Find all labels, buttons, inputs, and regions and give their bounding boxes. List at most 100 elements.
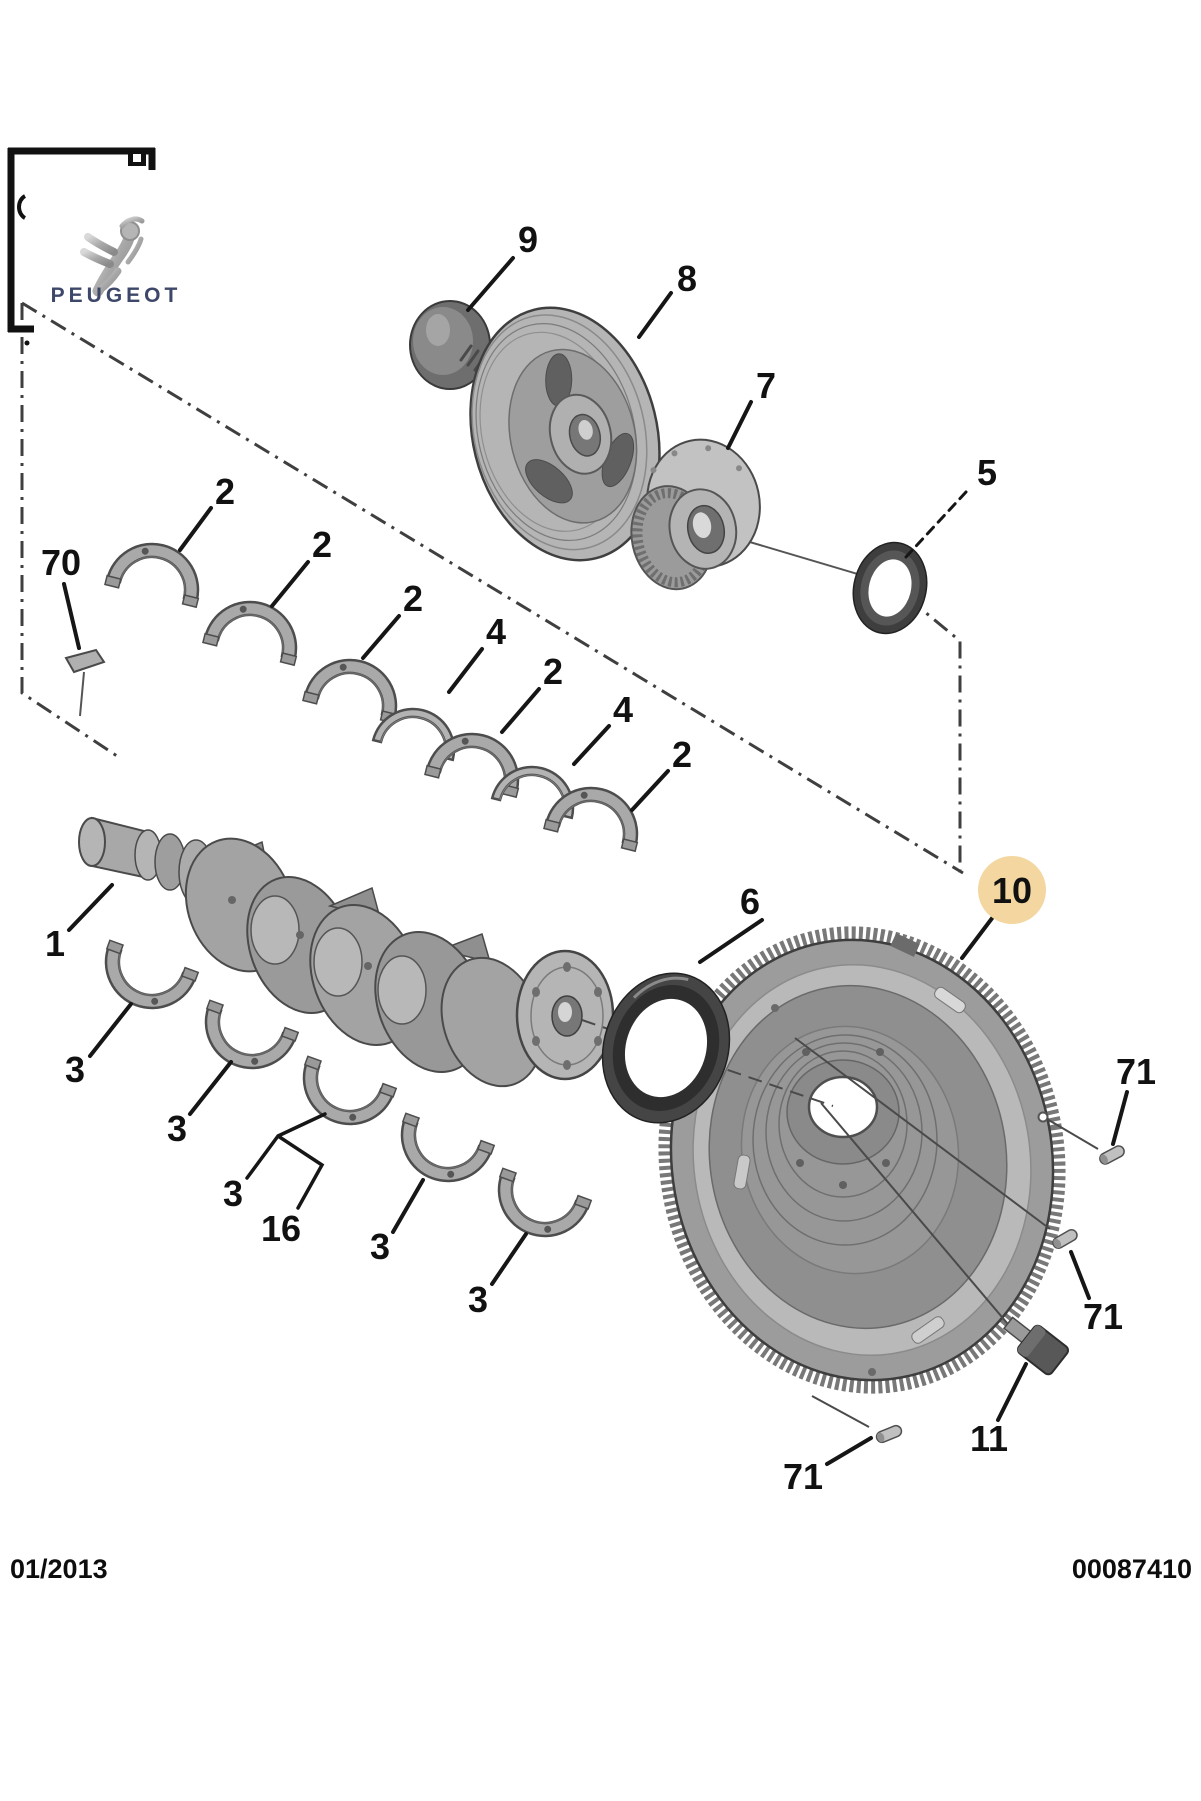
leader-71a: [1111, 1090, 1129, 1146]
leader-3e: [490, 1232, 528, 1286]
line-to-bolt-11: [820, 1102, 1019, 1337]
leader-3d: [391, 1178, 425, 1234]
svg-text:10: 10: [992, 870, 1032, 911]
callout-70[interactable]: 70: [41, 542, 81, 583]
callout-71b[interactable]: 71: [1083, 1296, 1123, 1337]
callout-4b[interactable]: 4: [613, 689, 633, 730]
leader-3b: [188, 1060, 233, 1116]
svg-text:8: 8: [677, 258, 697, 299]
leader-71c: [825, 1436, 873, 1466]
leader-70: [62, 582, 81, 650]
boundary-diagonal: [21, 301, 964, 875]
leader-5: [904, 490, 968, 559]
callout-4a[interactable]: 4: [486, 611, 506, 652]
boundary-left: [20, 303, 121, 760]
leader-7: [726, 400, 753, 450]
callout-7[interactable]: 7: [756, 365, 776, 406]
callout-3e[interactable]: 3: [468, 1279, 488, 1320]
callout-10-highlight-circle: [978, 856, 1046, 924]
callout-10-highlighted[interactable]: 10: [978, 856, 1046, 924]
leader-2d: [500, 687, 541, 734]
part-rear-seal: [601, 972, 731, 1124]
leader-2e: [630, 769, 670, 812]
svg-text:1: 1: [45, 923, 65, 964]
part-dowel-pin-1: [1097, 1143, 1127, 1167]
line-to-pin-2: [794, 1037, 1051, 1230]
leader-71b: [1069, 1250, 1091, 1300]
part-upper-bearing-shells: [103, 532, 649, 853]
svg-text:71: 71: [1116, 1051, 1156, 1092]
callout-3a[interactable]: 3: [65, 1049, 85, 1090]
svg-text:2: 2: [543, 651, 563, 692]
callout-2a[interactable]: 2: [215, 471, 235, 512]
footer-date: 01/2013: [10, 1554, 108, 1584]
dowel-hole: [1037, 1111, 1049, 1123]
svg-text:3: 3: [468, 1279, 488, 1320]
lower-shell-2: [190, 999, 300, 1083]
leader-1: [67, 883, 114, 932]
svg-text:5: 5: [977, 452, 997, 493]
callout-16[interactable]: 16: [261, 1208, 301, 1249]
svg-text:7: 7: [756, 365, 776, 406]
svg-text:11: 11: [970, 1418, 1008, 1459]
part-woodruff-key: [64, 648, 106, 717]
svg-text:3: 3: [223, 1173, 243, 1214]
line-to-pin-1: [1046, 1118, 1099, 1150]
part-front-seal: [852, 541, 928, 635]
part-timing-sprocket: [630, 438, 761, 591]
svg-text:6: 6: [740, 881, 760, 922]
leader-4a: [447, 647, 484, 694]
svg-text:2: 2: [403, 578, 423, 619]
callout-11[interactable]: 11: [970, 1418, 1008, 1459]
callout-71c[interactable]: 71: [783, 1456, 823, 1497]
callout-8[interactable]: 8: [677, 258, 697, 299]
leader-3a: [88, 1002, 133, 1058]
svg-text:2: 2: [215, 471, 235, 512]
brand-logo-box: PEUGEOT: [7, 147, 177, 346]
lower-shell-3: [288, 1055, 398, 1139]
leader-9: [466, 256, 515, 312]
leader-2a: [178, 506, 213, 552]
part-crankshaft: [78, 816, 615, 1088]
svg-text:16: 16: [261, 1208, 301, 1249]
boundary-right: [907, 596, 962, 873]
callout-2c[interactable]: 2: [403, 578, 423, 619]
part-flywheel: [658, 926, 1066, 1394]
part-dowel-pin-3: [874, 1423, 904, 1445]
upper-shell-4: [423, 722, 530, 799]
svg-text:3: 3: [370, 1226, 390, 1267]
callout-5[interactable]: 5: [977, 452, 997, 493]
callout-2b[interactable]: 2: [312, 524, 332, 565]
svg-text:9: 9: [518, 219, 538, 260]
callout-3d[interactable]: 3: [370, 1226, 390, 1267]
svg-text:71: 71: [1083, 1296, 1123, 1337]
upper-shell-3: [301, 648, 408, 725]
svg-text:2: 2: [672, 734, 692, 775]
callout-1[interactable]: 1: [45, 923, 65, 964]
part-flywheel-bolt: [1002, 1316, 1069, 1376]
leader-8: [637, 291, 673, 339]
upper-shell-1: [103, 532, 210, 609]
peugeot-lion-icon: [80, 216, 145, 297]
callout-71a[interactable]: 71: [1116, 1051, 1156, 1092]
callout-3b[interactable]: 3: [167, 1108, 187, 1149]
assembly-boundary-lines: [20, 301, 964, 875]
leader-6: [698, 918, 764, 964]
svg-text:70: 70: [41, 542, 81, 583]
leader-4b: [572, 724, 611, 766]
callout-9[interactable]: 9: [518, 219, 538, 260]
callout-2e[interactable]: 2: [672, 734, 692, 775]
callout-6[interactable]: 6: [740, 881, 760, 922]
callout-3c[interactable]: 3: [223, 1173, 243, 1214]
lower-shell-5: [483, 1167, 593, 1251]
upper-shell-2: [201, 590, 308, 667]
callout-2d[interactable]: 2: [543, 651, 563, 692]
svg-text:2: 2: [312, 524, 332, 565]
lower-shell-4: [386, 1112, 496, 1196]
leader-2b: [270, 560, 310, 608]
leader-2c: [361, 614, 401, 660]
svg-text:3: 3: [167, 1108, 187, 1149]
lower-shell-1: [90, 939, 200, 1023]
svg-text:3: 3: [65, 1049, 85, 1090]
